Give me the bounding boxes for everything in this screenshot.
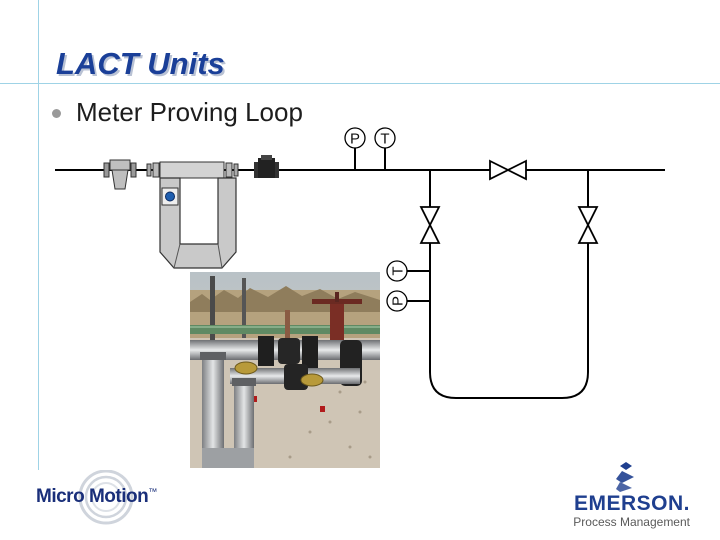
micro-motion-wordmark: Micro Motion™: [36, 486, 157, 508]
micro-motion-rings-icon: [78, 470, 134, 525]
bullet-item: Meter Proving Loop: [52, 97, 303, 128]
top-temperature-indicator: T: [374, 127, 396, 170]
lact-unit-photo: [190, 272, 380, 468]
coriolis-meter-icon: [146, 161, 239, 269]
bypass-valve-icon: [489, 159, 527, 181]
title-underline: [0, 83, 720, 84]
micro-motion-trademark: ™: [148, 486, 157, 497]
side-pressure-label: P: [390, 296, 407, 306]
prover-loop-pipe: [429, 170, 589, 399]
lact-photo-illustration: [190, 272, 380, 468]
strainer-icon: [103, 159, 137, 190]
micro-motion-logo: Micro Motion™: [34, 470, 164, 528]
side-temperature-indicator: T: [386, 260, 430, 282]
block-valve-icon: [254, 155, 279, 178]
top-pressure-indicator: P: [344, 127, 366, 170]
bullet-text: Meter Proving Loop: [76, 97, 303, 127]
side-pressure-indicator: P: [386, 290, 430, 312]
side-temperature-label: T: [390, 266, 407, 275]
emerson-logo: EMERSON. Process Management: [564, 462, 704, 532]
micro-motion-name: Micro Motion: [36, 486, 149, 507]
prover-inlet-valve-icon: [419, 206, 441, 244]
top-pressure-label: P: [350, 131, 360, 148]
left-guide-line: [38, 0, 39, 470]
top-temperature-label: T: [380, 131, 389, 148]
emerson-mark-icon: [616, 462, 634, 492]
emerson-wordmark: EMERSON.: [573, 492, 690, 515]
prover-outlet-valve-icon: [577, 206, 599, 244]
slide-title: LACT Units: [56, 46, 225, 81]
bullet-dot: [52, 109, 61, 118]
emerson-tagline: Process Management: [573, 515, 690, 529]
